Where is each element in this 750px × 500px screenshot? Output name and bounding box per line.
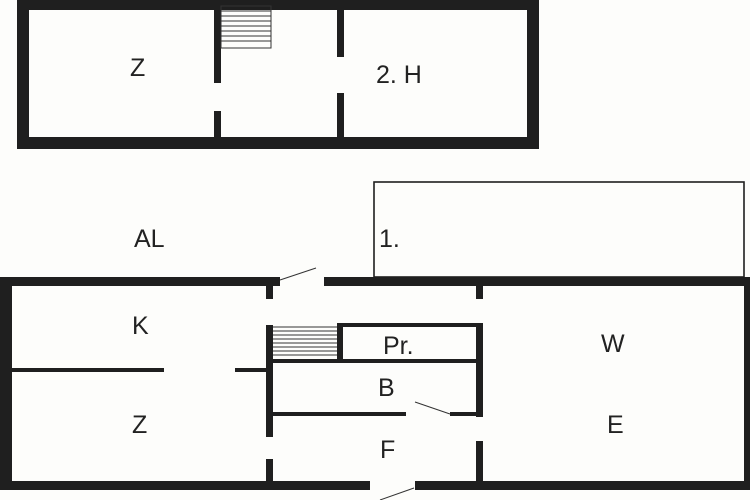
ground-wall-bottom [415, 481, 750, 490]
extension-outline [373, 181, 745, 278]
ground-stairs [273, 326, 337, 356]
bathroom-wall-bottom [450, 412, 483, 416]
outside-area-label: AL [134, 225, 165, 253]
room-label-entrance: E [607, 411, 624, 439]
upper-partition [214, 111, 221, 141]
ground-wall-top [324, 277, 750, 286]
living-wall-stub [476, 284, 483, 299]
living-wall [476, 323, 483, 417]
room-label-ground-bedroom: Z [132, 411, 147, 439]
kitchen-bedroom-wall [235, 368, 270, 372]
hall-wall [266, 459, 273, 484]
upper-wall-right [527, 0, 539, 149]
room-label-pantry: Pr. [383, 332, 414, 360]
ground-wall-top [0, 277, 280, 286]
room-label-living: W [601, 330, 625, 358]
bathroom-wall-top [273, 359, 483, 363]
upper-wall-bottom [17, 137, 539, 149]
ground-wall-left [0, 277, 12, 490]
hall-wall-stub [266, 284, 273, 299]
upper-wall-top [17, 0, 539, 10]
upper-partition [337, 5, 344, 57]
room-label-second-room: 2. H [376, 61, 422, 89]
door-swing-bottom [379, 487, 415, 500]
bathroom-wall-bottom [273, 412, 406, 416]
upper-floor-plan: Z 2. H [17, 0, 539, 149]
hall-wall [266, 325, 273, 437]
door-swing-top [279, 267, 317, 281]
ground-wall-bottom [0, 481, 370, 490]
ground-floor-plan: K Pr. W B Z E F [0, 267, 750, 500]
extension-label: 1. [379, 225, 400, 253]
upper-stairs [220, 5, 272, 49]
upper-partition [337, 93, 344, 141]
upper-wall-left [17, 0, 29, 149]
ground-wall-right [744, 277, 750, 490]
bathroom-door-swing [414, 401, 451, 415]
kitchen-bedroom-wall [12, 368, 164, 372]
living-wall [476, 441, 483, 483]
pantry-wall-top [337, 323, 483, 327]
room-label-bathroom: B [378, 374, 395, 402]
upper-partition [214, 5, 221, 83]
room-label-kitchen: K [132, 312, 149, 340]
room-label-upper-bedroom: Z [130, 54, 145, 82]
room-label-hall: F [380, 436, 395, 464]
pantry-wall-left [337, 323, 343, 363]
